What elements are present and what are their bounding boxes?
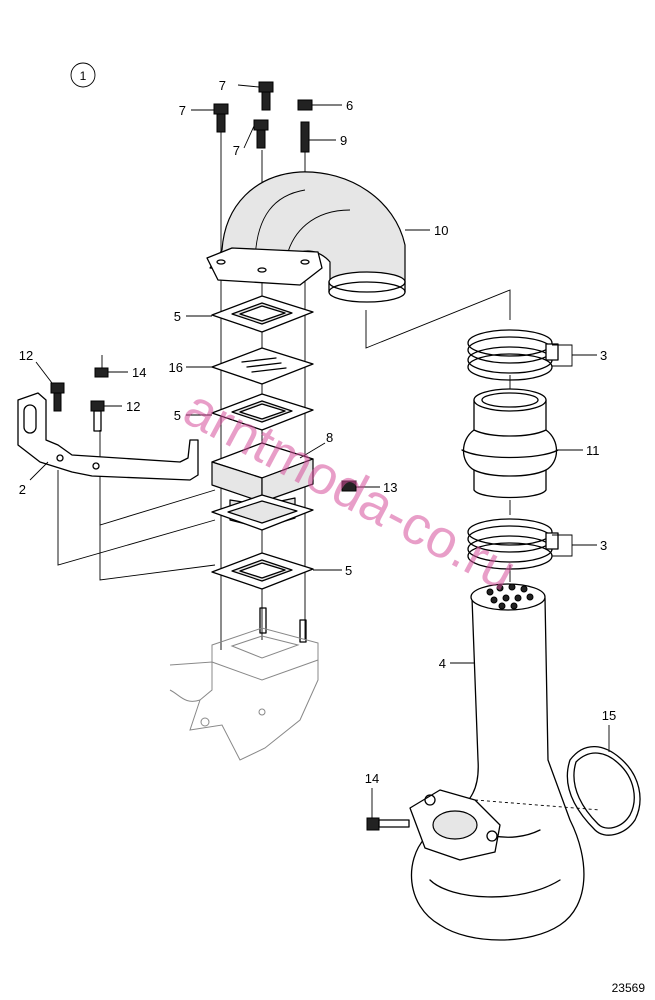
label-5a: 5: [174, 309, 181, 324]
gasket-15: [566, 746, 641, 836]
nut-14-top: [94, 367, 109, 378]
stud-9: [300, 121, 310, 153]
bracket-2: [17, 392, 199, 481]
nut-6: [297, 99, 313, 111]
drawing-number: 23569: [612, 981, 646, 995]
plate-16: [211, 347, 314, 385]
label-5b: 5: [174, 408, 181, 423]
figure-number: 1: [80, 69, 87, 83]
nut-13: [341, 480, 357, 492]
bolt-14-bottom: [366, 817, 410, 831]
hose-11: [461, 388, 559, 499]
gasket-5-top: [211, 295, 314, 333]
exhaust-manifold-outline: [169, 627, 319, 761]
exhaust-pipe-4: [409, 583, 601, 941]
label-12b: 12: [126, 399, 140, 414]
label-7b: 7: [179, 103, 186, 118]
pipe-end-holes: [486, 583, 534, 610]
label-4: 4: [439, 656, 446, 671]
label-16: 16: [169, 360, 183, 375]
clamp-3-upper: [467, 329, 559, 381]
bolt-7-top: [258, 81, 274, 111]
label-8: 8: [326, 430, 333, 445]
label-13: 13: [383, 480, 397, 495]
bolt-12-left: [50, 382, 65, 412]
gasket-5-middle: [211, 393, 314, 431]
label-12a: 12: [19, 348, 33, 363]
leader-lines: [29, 84, 610, 818]
label-7c: 7: [233, 143, 240, 158]
label-14a: 14: [132, 365, 146, 380]
label-3a: 3: [600, 348, 607, 363]
label-15: 15: [602, 708, 616, 723]
label-9: 9: [340, 133, 347, 148]
label-11: 11: [586, 443, 600, 458]
part-labels: 7 7 7 6 9 10 5 16 5 8 13 5 3 11 3 4 15 1…: [19, 78, 616, 786]
label-14b: 14: [365, 771, 379, 786]
label-3b: 3: [600, 538, 607, 553]
label-5c: 5: [345, 563, 352, 578]
exhaust-elbow-10: [206, 171, 406, 303]
label-2: 2: [19, 482, 26, 497]
lower-studs: [259, 607, 307, 643]
spacer-block-8: [211, 442, 314, 531]
label-10: 10: [434, 223, 448, 238]
figure-number-badge: 1: [70, 62, 96, 88]
bolt-12-right: [90, 400, 105, 432]
label-7a: 7: [219, 78, 226, 93]
bolt-7-left: [213, 103, 229, 133]
gasket-5-lower: [211, 552, 314, 590]
bolt-7-middle: [253, 119, 269, 149]
label-6: 6: [346, 98, 353, 113]
